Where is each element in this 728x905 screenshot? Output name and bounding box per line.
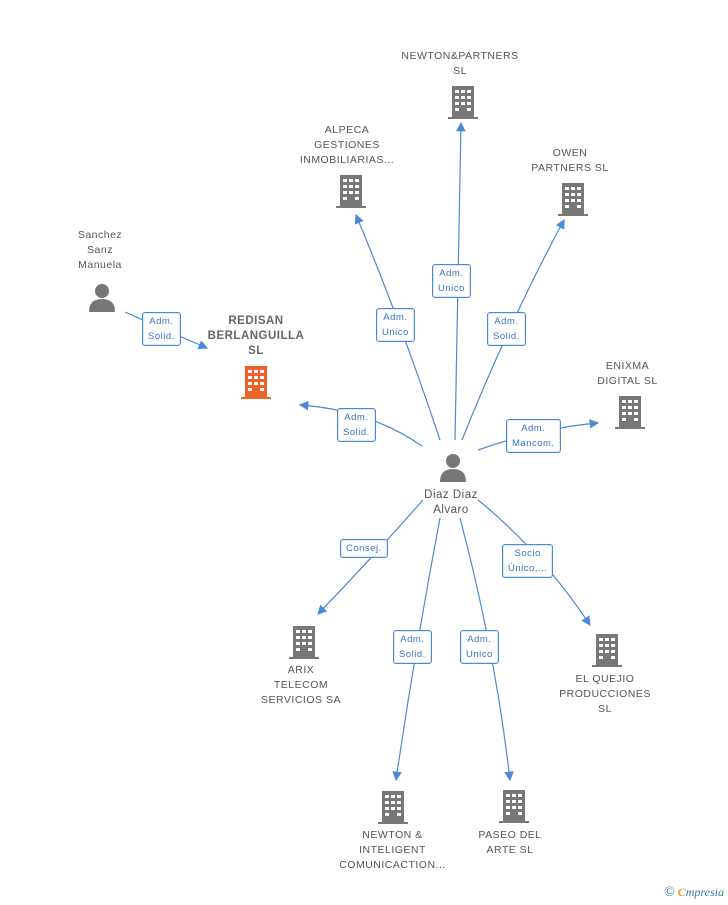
edge-label-owen: Adm. Solid. — [487, 312, 526, 346]
node-label-arix[interactable]: ARIX TELECOM SERVICIOS SA — [261, 664, 341, 706]
brand-initial: C — [677, 885, 686, 899]
building-icon-redisan[interactable] — [240, 364, 272, 400]
node-label-el-quejio[interactable]: EL QUEJIO PRODUCCIONES SL — [559, 673, 651, 715]
person-icon-sanchez — [89, 284, 115, 312]
building-icon-alpeca[interactable] — [335, 173, 367, 209]
edge-label-newton-inteligent: Adm. Solid. — [393, 630, 432, 664]
node-label-owen[interactable]: OWEN PARTNERS SL — [531, 147, 609, 174]
edge-label-alpeca: Adm. Unico — [376, 308, 415, 342]
edge-label-el-quejio: Socio Único,... — [502, 544, 554, 578]
edge-label-enixma: Adm. Mancom. — [506, 419, 561, 453]
edge-label-paseo: Adm. Unico — [460, 630, 499, 664]
building-icon-arix[interactable] — [288, 624, 320, 660]
building-icon-paseo[interactable] — [498, 788, 530, 824]
node-label-sanchez[interactable]: Sanchez Sanz Manuela — [77, 229, 123, 271]
building-icon-owen[interactable] — [557, 181, 589, 217]
edge-arix — [317, 499, 424, 615]
building-icon-enixma[interactable] — [614, 394, 646, 430]
copyright-symbol: © — [664, 885, 675, 900]
node-label-newton-inteligent[interactable]: NEWTON & INTELIGENT COMUNICACTION... — [339, 829, 446, 871]
empresia-logo[interactable]: ©Cmpresia — [664, 885, 724, 901]
node-label-alpeca[interactable]: ALPECA GESTIONES INMOBILIARIAS... — [299, 124, 395, 166]
node-label-redisan[interactable]: REDISAN BERLANGUILLA SL — [207, 315, 305, 357]
brand-name: mpresia — [685, 885, 724, 899]
person-icon-center[interactable] — [439, 452, 467, 482]
edge-label-redisan: Adm. Solid. — [337, 408, 376, 442]
edge-label-newton-partners: Adm. Unico — [432, 264, 471, 298]
building-icon-newton-partners[interactable] — [447, 84, 479, 120]
node-label-center-person[interactable]: Diaz Diaz Alvaro — [424, 489, 478, 516]
edge-label-sanchez-redisan: Adm. Solid. — [142, 312, 181, 346]
node-label-paseo[interactable]: PASEO DEL ARTE SL — [478, 829, 542, 856]
node-label-enixma[interactable]: ENIXMA DIGITAL SL — [597, 360, 658, 387]
building-icon-el-quejio[interactable] — [591, 632, 623, 668]
edge-label-arix: Consej. — [340, 539, 388, 558]
building-icon-newton-inteligent[interactable] — [377, 789, 409, 825]
node-label-newton-partners[interactable]: NEWTON&PARTNERS SL — [401, 50, 519, 77]
